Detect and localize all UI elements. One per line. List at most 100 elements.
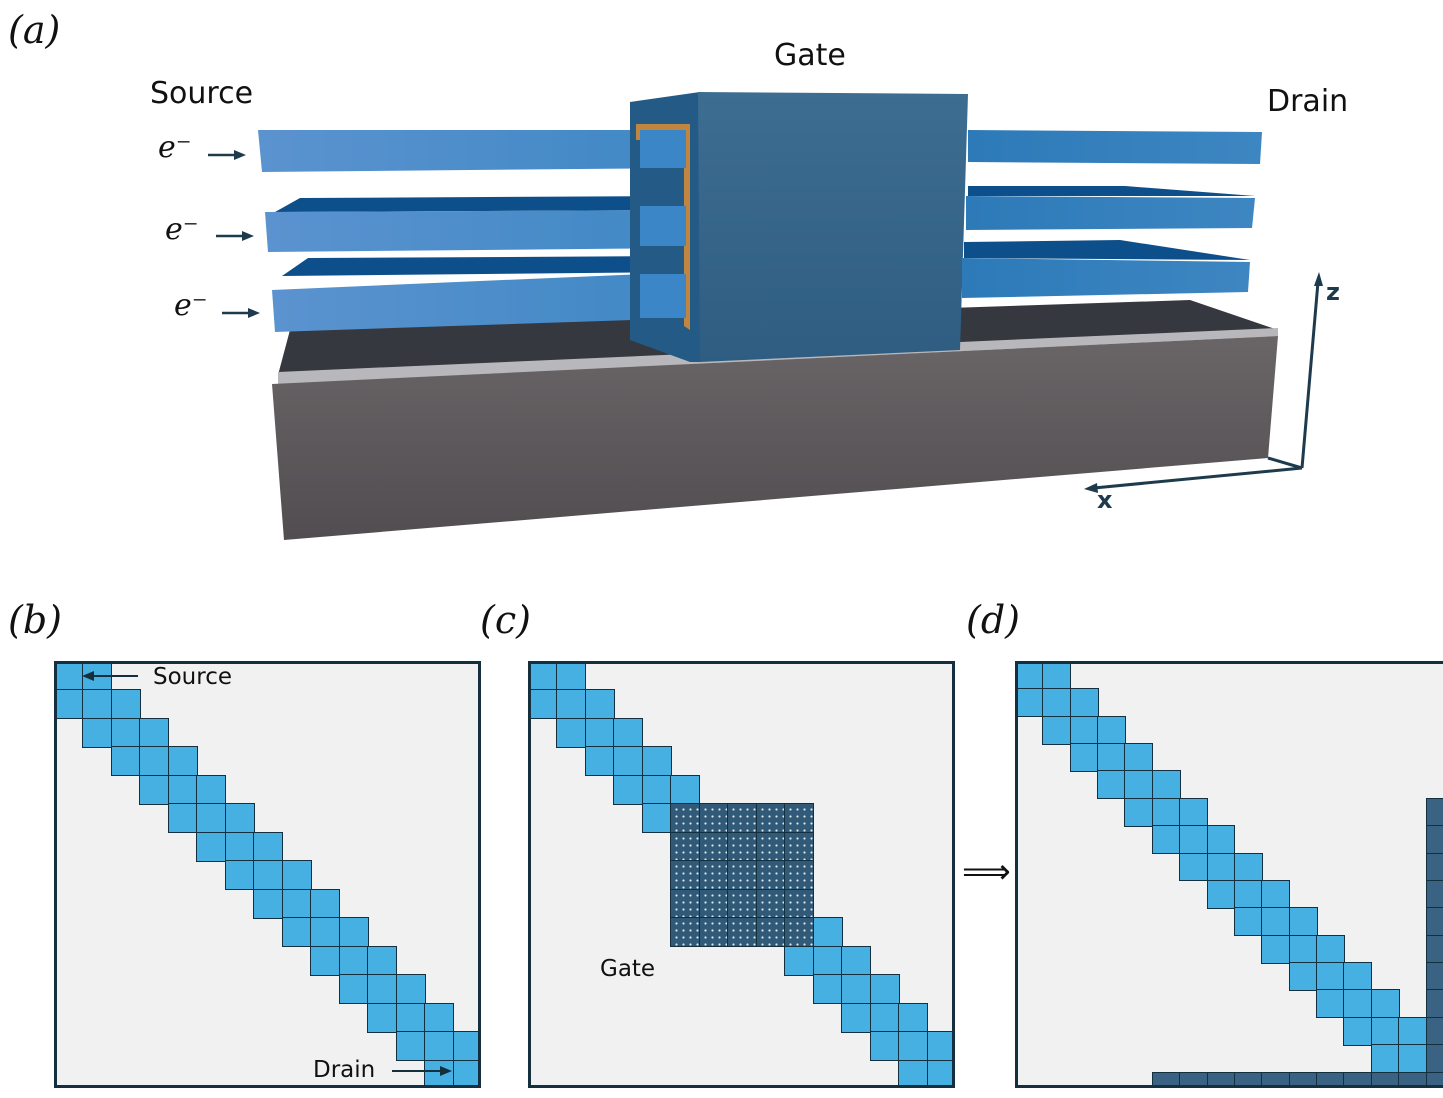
edge-row-cell xyxy=(1316,1071,1345,1085)
matrix-band-cell xyxy=(253,860,284,891)
matrix-band-cell xyxy=(310,917,341,948)
matrix-band-cell xyxy=(1151,770,1181,800)
edge-col-cell xyxy=(1425,1044,1443,1074)
matrix-band-cell xyxy=(1179,852,1209,882)
gate-block-cell xyxy=(698,917,729,948)
channel-front xyxy=(966,196,1255,230)
panel-d-label: (d) xyxy=(966,598,1020,642)
matrix-band-cell xyxy=(310,945,341,976)
matrix-band-cell xyxy=(1042,715,1072,745)
matrix-band-cell xyxy=(556,717,587,748)
matrix-band-cell xyxy=(110,717,141,748)
gate-block-cell xyxy=(784,860,815,891)
matrix-band-cell xyxy=(395,1031,426,1062)
electron-label: e⁻ xyxy=(174,288,208,323)
matrix-band-cell xyxy=(556,689,587,720)
matrix-band-cell xyxy=(196,831,227,862)
channel-stub xyxy=(640,206,686,246)
matrix-band-cell xyxy=(338,945,369,976)
panel-b-label: (b) xyxy=(8,598,62,642)
matrix-band-cell xyxy=(1151,797,1181,827)
matrix-band-cell xyxy=(167,746,198,777)
gate-block-cell xyxy=(698,831,729,862)
matrix-band-cell xyxy=(1206,879,1236,909)
matrix-band-cell xyxy=(1370,989,1400,1019)
matrix-band-cell xyxy=(869,974,900,1005)
matrix-band-cell xyxy=(1233,879,1263,909)
matrix-band-cell xyxy=(281,917,312,948)
gate-block-cell xyxy=(755,860,786,891)
matrix-band-cell xyxy=(110,746,141,777)
matrix-d xyxy=(1015,661,1443,1088)
matrix-band-cell xyxy=(281,860,312,891)
channel-front xyxy=(962,258,1250,298)
matrix-band-cell xyxy=(1124,743,1154,772)
axis-z-label: z xyxy=(1326,278,1340,306)
drain-annotation: Drain xyxy=(313,1057,376,1083)
matrix-band-cell xyxy=(57,664,84,691)
gate-block-cell xyxy=(670,803,701,834)
channel-front xyxy=(265,210,688,252)
edge-row-cell xyxy=(1288,1071,1318,1085)
matrix-band-cell xyxy=(82,717,113,748)
gate-block-cell xyxy=(784,831,815,862)
matrix-band-cell xyxy=(367,1002,398,1033)
matrix-band-cell xyxy=(139,717,170,748)
matrix-band-cell xyxy=(367,945,398,976)
matrix-band-cell xyxy=(1206,852,1236,882)
matrix-band-cell xyxy=(395,974,426,1005)
channel-top-face xyxy=(964,240,1250,260)
channel-top-face xyxy=(275,196,690,212)
matrix-band-cell xyxy=(1343,1016,1373,1046)
matrix-band-cell xyxy=(196,803,227,834)
matrix-band-cell xyxy=(926,1031,952,1062)
matrix-band-cell xyxy=(1343,989,1373,1019)
matrix-band-cell xyxy=(82,664,113,691)
matrix-band-cell xyxy=(613,717,644,748)
drain-label: Drain xyxy=(1267,84,1349,119)
source-annotation: Source xyxy=(153,664,232,690)
matrix-band-cell xyxy=(926,1059,952,1085)
matrix-band-cell xyxy=(531,664,558,691)
gate-block-cell xyxy=(698,888,729,919)
matrix-band-cell xyxy=(1398,1016,1428,1046)
gate-block-cell xyxy=(784,888,815,919)
matrix-band-cell xyxy=(812,974,843,1005)
electron-label: e⁻ xyxy=(158,130,192,165)
axis-x-label: x xyxy=(1097,486,1113,514)
edge-row-cell xyxy=(1179,1071,1209,1085)
matrix-band-cell xyxy=(1261,907,1291,937)
panel-c-label: (c) xyxy=(480,598,531,642)
matrix-band-cell xyxy=(613,746,644,777)
gate-block-cell xyxy=(698,860,729,891)
matrix-band-cell xyxy=(1370,1016,1400,1046)
matrix-band-cell xyxy=(1151,825,1181,855)
panel-a-label: (a) xyxy=(8,8,61,52)
source-label: Source xyxy=(150,76,254,111)
substrate-front xyxy=(272,336,1278,540)
edge-col-cell xyxy=(1425,825,1443,855)
matrix-band-cell xyxy=(1288,907,1318,937)
edge-col-cell xyxy=(1425,907,1443,937)
matrix-band-cell xyxy=(1370,1044,1400,1074)
gate-block-cell xyxy=(670,888,701,919)
gate-block-cell xyxy=(670,917,701,948)
gate-block-cell xyxy=(727,803,758,834)
matrix-band-cell xyxy=(1124,770,1154,800)
gate-block-cell xyxy=(784,917,815,948)
matrix-band-cell xyxy=(452,1059,478,1085)
edge-row-cell xyxy=(1343,1071,1373,1085)
gate-annotation: Gate xyxy=(600,956,656,982)
gate-block-cell xyxy=(670,831,701,862)
matrix-band-cell xyxy=(1206,825,1236,855)
channel-stub xyxy=(640,130,686,168)
gate-block-cell xyxy=(727,888,758,919)
matrix-band-cell xyxy=(841,1002,872,1033)
matrix-band-cell xyxy=(139,746,170,777)
edge-col-cell xyxy=(1425,1016,1443,1046)
matrix-band-cell xyxy=(1069,715,1099,745)
matrix-band-cell xyxy=(395,1002,426,1033)
matrix-band-cell xyxy=(452,1031,478,1062)
matrix-band-cell xyxy=(338,974,369,1005)
matrix-band-cell xyxy=(1179,825,1209,855)
